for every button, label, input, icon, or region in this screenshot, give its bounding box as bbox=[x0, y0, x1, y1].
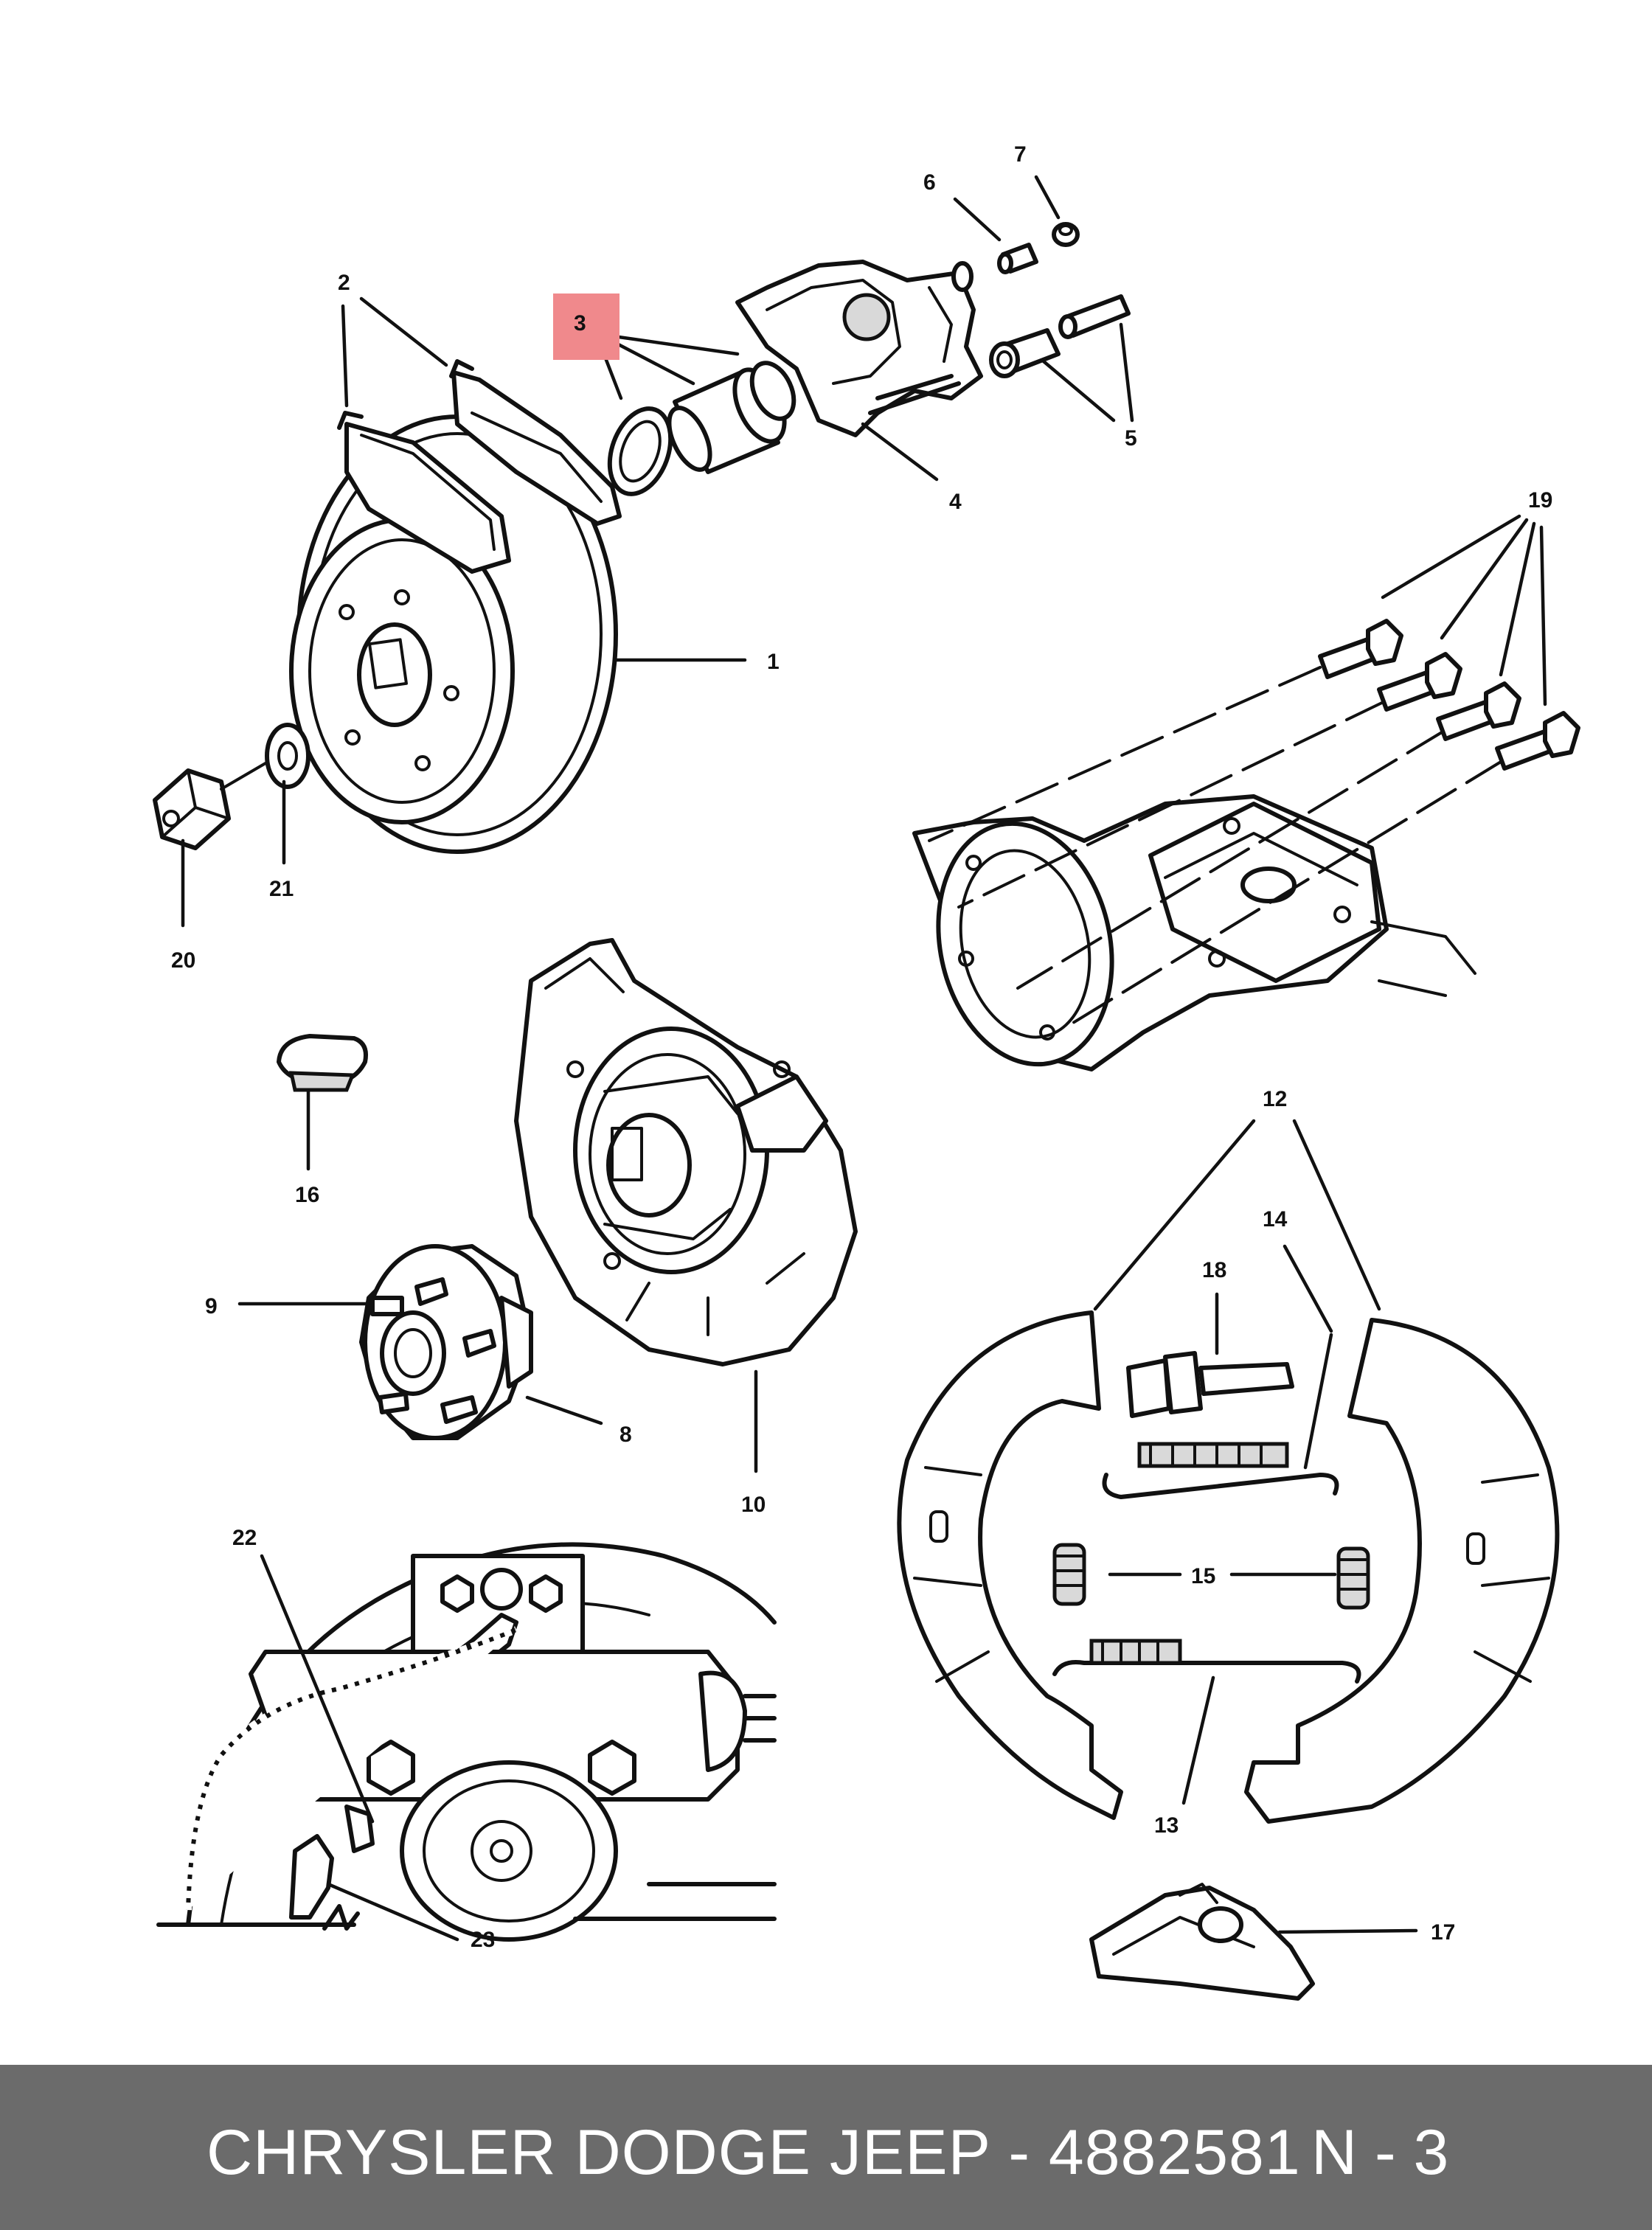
access-plug bbox=[277, 1034, 368, 1092]
callout-12: 12 bbox=[1263, 1087, 1287, 1111]
callout-18: 18 bbox=[1202, 1258, 1226, 1282]
callout-7: 7 bbox=[1014, 142, 1027, 167]
callout-1: 1 bbox=[767, 650, 780, 674]
guide-pin-bushing bbox=[989, 294, 1131, 378]
brake-pads bbox=[337, 359, 622, 574]
callout-8: 8 bbox=[620, 1423, 632, 1447]
callout-2: 2 bbox=[338, 271, 350, 295]
exploded-parts-diagram: 2 3 4 5 6 7 1 19 21 20 12 16 14 18 9 8 1… bbox=[153, 142, 1580, 2001]
caliper-body bbox=[735, 260, 983, 437]
caliper-piston bbox=[607, 361, 796, 496]
backing-plate bbox=[514, 938, 858, 1366]
callout-19: 19 bbox=[1528, 488, 1552, 513]
axle-housing bbox=[912, 666, 1506, 1071]
callout-3: 3 bbox=[574, 311, 586, 336]
callout-21: 21 bbox=[269, 877, 294, 901]
hold-down-springs bbox=[1052, 1543, 1370, 1610]
callout-10: 10 bbox=[741, 1493, 766, 1517]
callout-5: 5 bbox=[1125, 426, 1137, 451]
callout-16: 16 bbox=[295, 1183, 319, 1207]
callout-13: 13 bbox=[1154, 1813, 1179, 1838]
callout-4: 4 bbox=[949, 490, 962, 514]
leader-lines bbox=[181, 175, 1547, 1942]
adjuster-assembly bbox=[1126, 1351, 1294, 1418]
bracket bbox=[1089, 1883, 1315, 2001]
brake-rotor bbox=[289, 414, 618, 854]
callout-9: 9 bbox=[205, 1294, 218, 1319]
footer-banner: CHRYSLER DODGE JEEP - 4882581 N - 3 bbox=[0, 2065, 1652, 2230]
hub-bearing bbox=[359, 1244, 533, 1440]
bleeder-screw bbox=[997, 243, 1038, 274]
wheel-nut bbox=[153, 768, 231, 850]
callout-labels: 2 3 4 5 6 7 1 19 21 20 12 16 14 18 9 8 1… bbox=[171, 142, 1552, 1952]
callout-20: 20 bbox=[171, 948, 195, 973]
upper-return-spring bbox=[1102, 1442, 1339, 1499]
callout-6: 6 bbox=[923, 170, 936, 195]
lock-washer bbox=[220, 723, 310, 791]
callout-14: 14 bbox=[1263, 1207, 1288, 1232]
lower-return-spring bbox=[1052, 1639, 1361, 1684]
callout-15: 15 bbox=[1191, 1564, 1215, 1588]
footer-title: CHRYSLER DODGE JEEP - 4882581 bbox=[206, 2117, 1301, 2188]
parking-brake-shoes bbox=[897, 1310, 1560, 1824]
callout-23: 23 bbox=[471, 1928, 495, 1952]
footer-code: N - 3 bbox=[1311, 2117, 1449, 2188]
wheel-studs bbox=[370, 1277, 496, 1424]
callout-22: 22 bbox=[232, 1526, 257, 1550]
highlight-box bbox=[553, 293, 620, 360]
inset-detail bbox=[156, 1542, 777, 1942]
callout-17: 17 bbox=[1431, 1920, 1455, 1945]
bleeder-cap bbox=[1052, 222, 1080, 247]
mounting-bolts bbox=[1318, 619, 1580, 771]
